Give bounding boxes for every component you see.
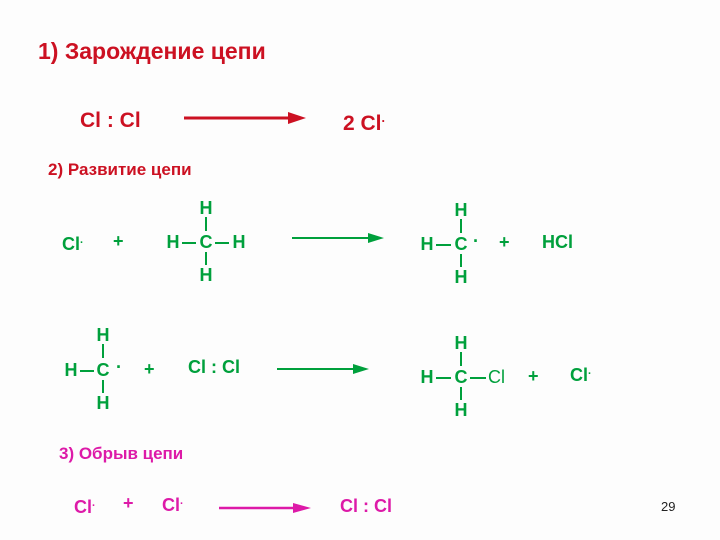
r1-plus: + [113, 231, 124, 251]
s3-radical2-text: Cl [162, 495, 180, 515]
chloromethane-cl: Cl [488, 367, 505, 387]
methyl-dot: · [473, 231, 479, 251]
r1-radical-text: Cl [62, 234, 80, 254]
radical-dot: . [80, 234, 83, 246]
section3-title: 3) Обрыв цепи [59, 444, 184, 463]
chloromethane-c: C [454, 367, 468, 387]
bond [205, 252, 207, 265]
s3-radical1-text: Cl [74, 497, 92, 517]
methane-h-top: H [199, 198, 213, 218]
section3-product: Cl : Cl [340, 496, 392, 516]
section1-arrow [184, 112, 306, 124]
page-number: 29 [661, 499, 676, 514]
bond [102, 380, 104, 393]
bond [460, 387, 462, 400]
r1-chlorine-radical: Cl. [62, 235, 83, 253]
methyl-h-left: H [64, 360, 78, 380]
methyl-h-top: H [96, 325, 110, 345]
section3-arrow [219, 503, 311, 513]
r2-chlorine-radical: Cl. [570, 366, 591, 384]
r2-plus2: + [528, 366, 539, 386]
methyl-c: C [96, 360, 110, 380]
bond [460, 219, 462, 233]
methyl-h-top: H [454, 200, 468, 220]
section1-product-text: 2 Cl [343, 112, 382, 135]
bond [470, 377, 486, 379]
methyl-c: C [454, 234, 468, 254]
r2-arrow [277, 364, 369, 374]
section1-title: 1) Зарождение цепи [38, 38, 266, 64]
section2-title: 2) Развитие цепи [48, 160, 192, 179]
methane-h-left: H [166, 232, 180, 252]
bond [215, 242, 229, 244]
section1-reactant: Cl : Cl [80, 109, 141, 132]
section3-radical2: Cl. [162, 496, 183, 514]
methyl-h-bottom: H [454, 267, 468, 287]
chloromethane-h-left: H [420, 367, 434, 387]
radical-dot: . [92, 497, 95, 509]
bond [205, 217, 207, 231]
r2-reactant: Cl : Cl [188, 357, 240, 377]
bond [436, 377, 451, 379]
r2-plus: + [144, 359, 155, 379]
bond [102, 344, 104, 358]
bond [436, 244, 451, 246]
methyl-dot: · [116, 357, 122, 377]
bond [80, 370, 94, 372]
radical-dot: . [588, 365, 591, 377]
methyl-h-left: H [420, 234, 434, 254]
radical-dot: . [381, 111, 386, 125]
bond [460, 254, 462, 267]
methane-h-bottom: H [199, 265, 213, 285]
section3-plus: + [123, 493, 134, 513]
bond [182, 242, 196, 244]
methane-c: C [199, 232, 213, 252]
methyl-h-bottom: H [96, 393, 110, 413]
methane-h-right: H [232, 232, 246, 252]
section1-product: 2 Cl. [343, 112, 385, 134]
bond [460, 352, 462, 366]
chloromethane-h-bottom: H [454, 400, 468, 420]
chloromethane-h-top: H [454, 333, 468, 353]
r1-plus2: + [499, 232, 510, 252]
section3-radical1: Cl. [74, 498, 95, 516]
r2-radical-text: Cl [570, 365, 588, 385]
r1-arrow [292, 233, 384, 243]
r1-product-hcl: HCl [542, 232, 573, 252]
radical-dot: . [180, 495, 183, 507]
